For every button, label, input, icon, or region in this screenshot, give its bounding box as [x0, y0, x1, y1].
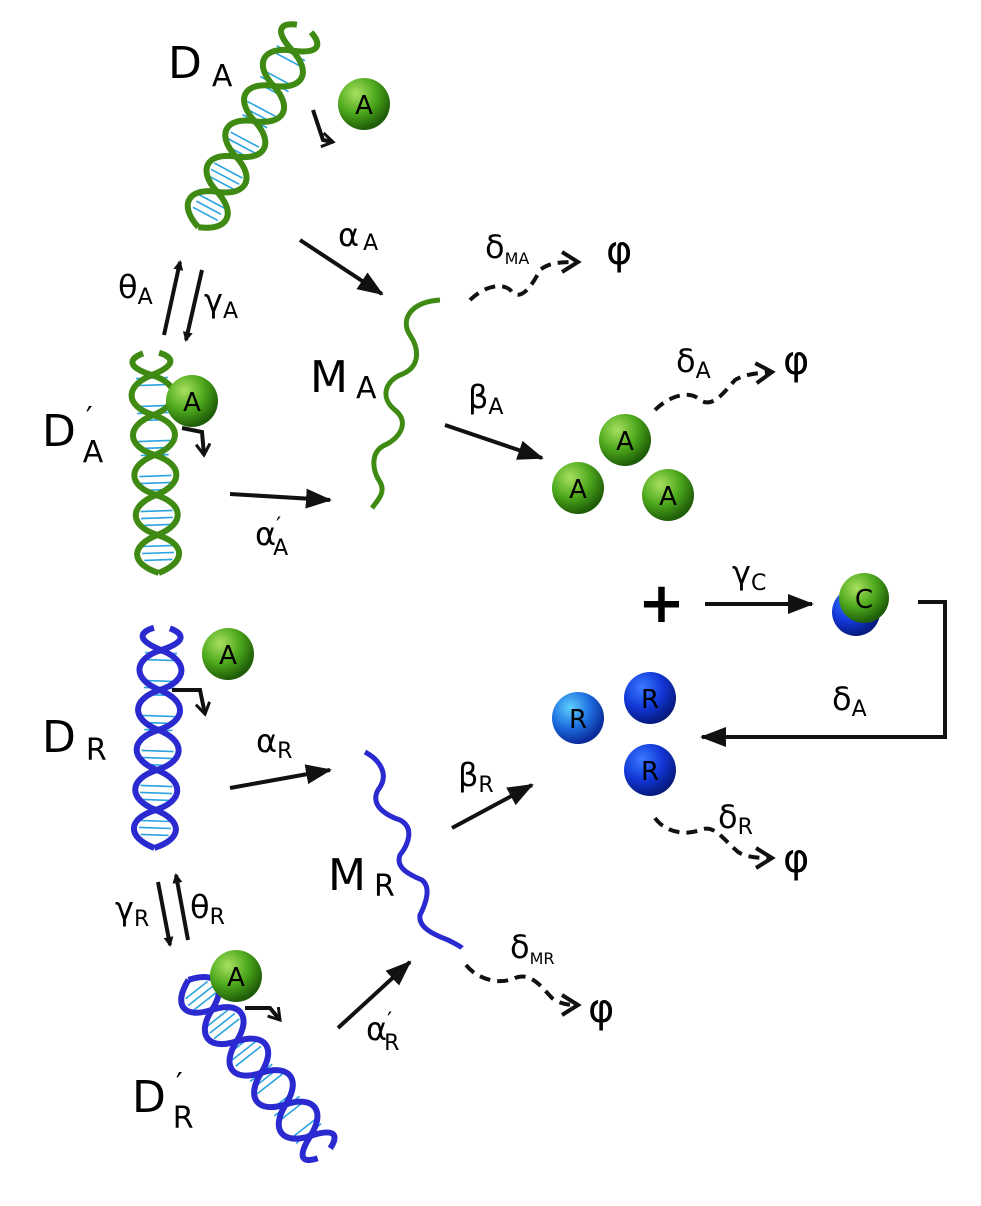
svg-text:A: A [219, 641, 237, 671]
rate-beta-a: βA [468, 378, 503, 420]
svg-text:A: A [227, 963, 245, 993]
mrna-icon [363, 749, 464, 950]
mrna-icon [370, 297, 441, 510]
dna-helix-icon [131, 624, 185, 851]
degradation-arrow-icon [468, 250, 582, 302]
rate-delta-a: δA [676, 342, 711, 384]
rate-alpha-a-prime: α′A [255, 514, 288, 561]
protein-a-ball: A [642, 469, 694, 521]
rate-gamma-c: γC [732, 554, 766, 596]
svg-text:R: R [641, 757, 659, 787]
degradation-arrow-icon [464, 963, 582, 1017]
reaction-arrow [700, 600, 947, 747]
rate-alpha-r: αR [256, 722, 292, 764]
promoter-arrow-icon [181, 426, 204, 455]
rate-alpha-r-prime: α′R [366, 1009, 399, 1056]
plus-sign: + [638, 571, 685, 636]
protein-a-ball: A [338, 78, 390, 130]
label-da-prime: D′A [42, 401, 104, 470]
svg-text:C: C [855, 585, 873, 615]
degradation-phi: φ [588, 986, 614, 1032]
reaction-arrow [172, 873, 190, 941]
rate-delta-r: δR [718, 798, 753, 840]
rate-gamma-a: γA [204, 282, 238, 324]
protein-a-ball: A [166, 375, 218, 427]
label-dr-prime: D′R [132, 1067, 194, 1136]
svg-text:R: R [569, 705, 587, 735]
svg-text:A: A [616, 427, 634, 457]
svg-text:A: A [183, 388, 201, 418]
protein-r-ball: R [624, 672, 676, 724]
degradation-phi: φ [606, 228, 632, 274]
reaction-arrow [336, 960, 412, 1030]
rate-delta-ma: δMA [485, 228, 529, 268]
protein-a-ball: A [210, 950, 262, 1002]
svg-text:A: A [569, 475, 587, 505]
reaction-arrow [162, 260, 184, 336]
reaction-arrow [182, 269, 204, 342]
reaction-arrow [444, 423, 544, 460]
reaction-arrow [156, 881, 174, 947]
rate-theta-r: θR [190, 888, 225, 930]
degradation-arrow-icon [653, 816, 776, 870]
rate-beta-r: βR [458, 756, 494, 798]
promoter-arrow-icon [245, 1006, 280, 1020]
protein-r-ball: R [624, 744, 676, 796]
svg-text:A: A [659, 482, 677, 512]
protein-r-ball: R [552, 692, 604, 744]
protein-a-ball: A [552, 462, 604, 514]
promoter-arrow-icon [311, 109, 333, 142]
reaction-arrow [451, 783, 534, 830]
protein-a-ball: A [599, 414, 651, 466]
rate-delta-mr: δMR [510, 928, 555, 968]
rate-theta-a: θA [118, 268, 153, 310]
complex-c-ball: C [832, 573, 889, 636]
reaction-arrow [229, 764, 332, 790]
degradation-arrow-icon [653, 361, 776, 412]
dna-helix-icon [128, 349, 182, 576]
svg-text:A: A [355, 91, 373, 121]
promoter-arrow-icon [172, 688, 205, 714]
rate-gamma-r: γR [115, 890, 149, 932]
dna-helix-icon [178, 974, 338, 1164]
rate-delta-a-return: δA [832, 680, 867, 722]
protein-a-ball: A [202, 628, 254, 680]
reaction-arrow [229, 488, 332, 509]
reaction-arrow [298, 238, 384, 296]
dna-helix-icon [184, 21, 321, 231]
degradation-phi: φ [783, 836, 809, 882]
svg-text:R: R [641, 685, 659, 715]
degradation-phi: φ [783, 338, 809, 384]
